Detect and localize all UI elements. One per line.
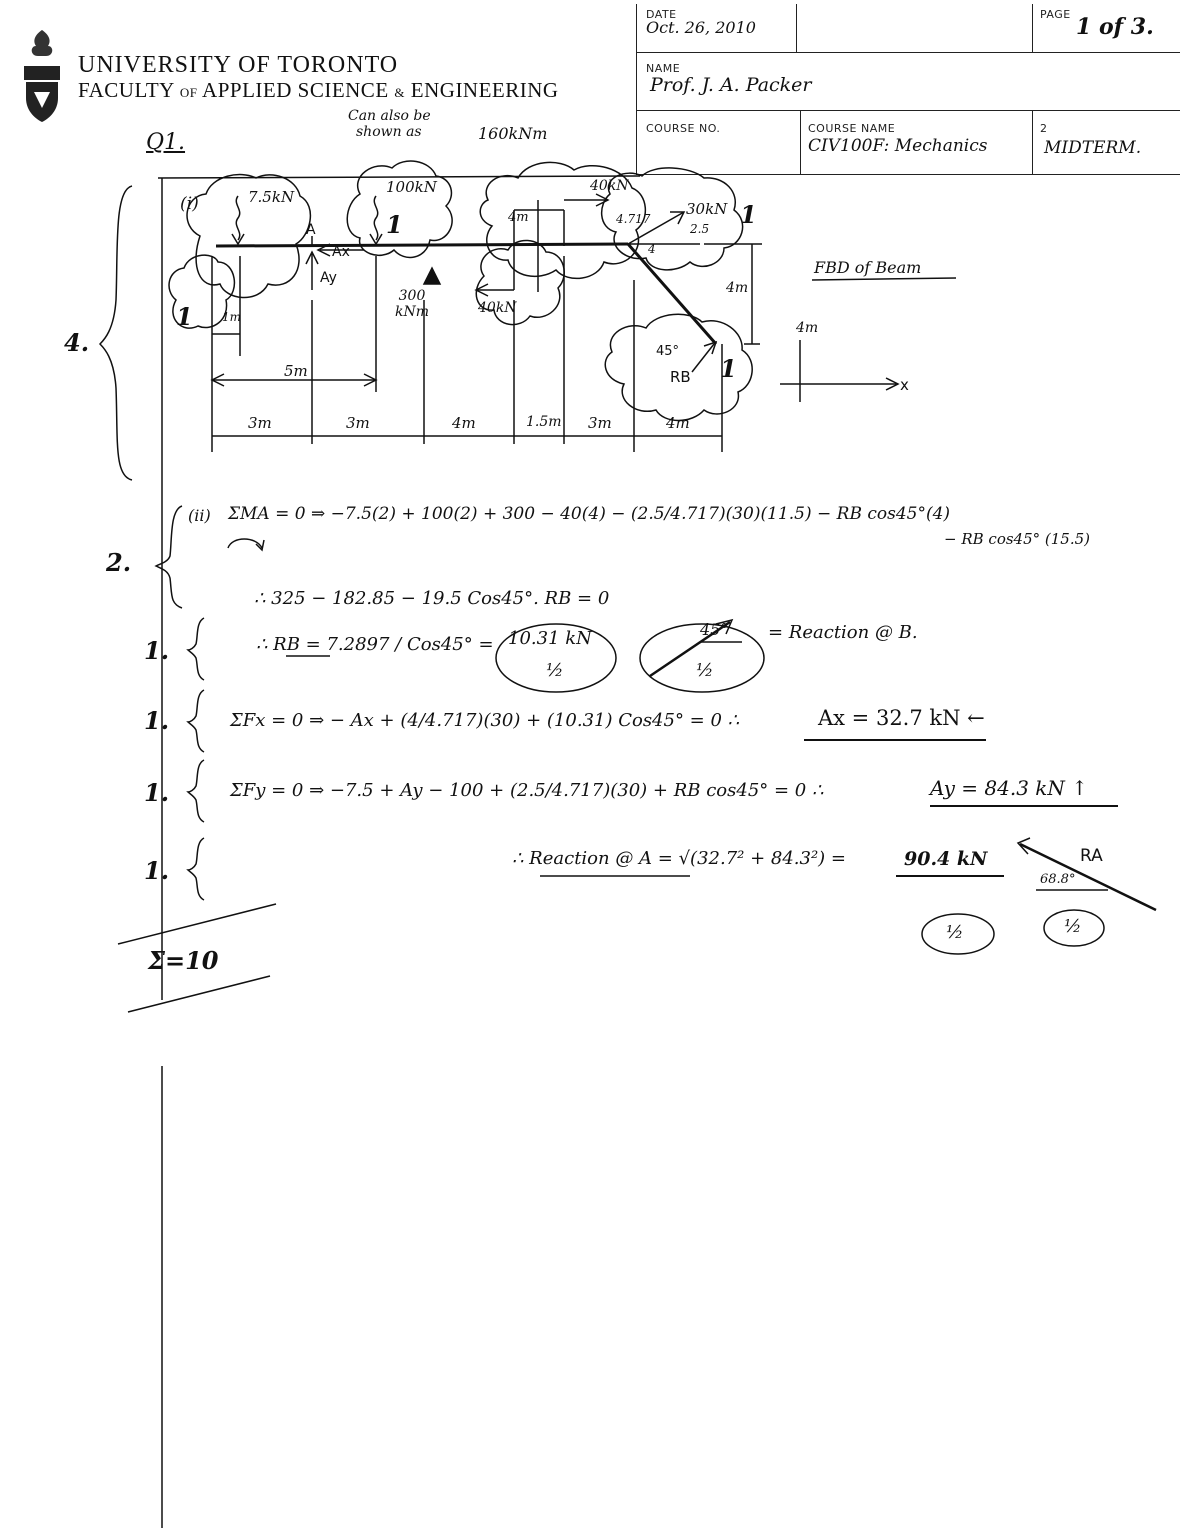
faculty-name: FACULTY OF APPLIED SCIENCE & ENGINEERING (78, 78, 559, 102)
answer-rb: 10.31 kN (508, 628, 592, 649)
answer-ay: Ay = 84.3 kN ↑ (930, 776, 1089, 800)
dim-3m-b: 3m (346, 414, 370, 432)
label-4m-axis: 4m (796, 320, 819, 336)
part-ii-label: (ii) (188, 506, 211, 525)
cloud-mark-1: 1 (176, 302, 193, 331)
margin-mark-1b: 1. (144, 706, 170, 735)
label-4m-vertical: 4m (726, 280, 749, 296)
margin-mark-1d: 1. (144, 856, 170, 885)
total-score: Σ=10 (148, 946, 219, 975)
load-7-5kn: 7.5kN (248, 188, 295, 206)
load-30kn: 30kN (686, 200, 728, 218)
load-40kn-top: 40kN (590, 178, 629, 194)
box2-label: 2 (1040, 122, 1048, 135)
equation-sum-fy: ΣFy = 0 ⇒ −7.5 + Ay − 100 + (2.5/4.717)(… (230, 780, 824, 801)
cloud-mark-4: 1 (720, 354, 737, 383)
label-4: 4 (648, 242, 656, 256)
name-label: NAME (646, 62, 681, 75)
reaction-b-label: = Reaction @ B. (768, 622, 918, 643)
part-i-label: (i) (180, 194, 199, 214)
label-ay: Ay (320, 270, 337, 286)
label-4m-couple: 4m (508, 210, 529, 225)
margin-mark-1a: 1. (144, 636, 170, 665)
half-mark-ra-dir: ½ (1064, 916, 1082, 937)
course-no-label: COURSE NO. (646, 122, 721, 135)
cloud-mark-2: 1 (386, 210, 403, 239)
answer-ax: Ax = 32.7 kN ← (818, 706, 985, 730)
note-line1: Can also be (348, 108, 431, 124)
ra-angle: 68.8° (1040, 872, 1076, 887)
equation-reduced: ∴ 325 − 182.85 − 19.5 Cos45°. RB = 0 (254, 588, 610, 609)
half-mark-ra: ½ (946, 922, 964, 943)
university-crest-icon (24, 30, 60, 122)
dim-3m-c: 3m (588, 414, 612, 432)
page-value: 1 of 3. (1076, 14, 1154, 40)
dim-4m-b: 4m (666, 414, 690, 432)
answer-reaction-a: 90.4 kN (904, 848, 988, 870)
course-name-label: COURSE NAME (808, 122, 896, 135)
answer-rb-angle: 45° (700, 620, 729, 639)
university-name: UNIVERSITY OF TORONTO (78, 52, 399, 78)
label-2-5: 2.5 (690, 222, 710, 236)
moment-300knm: 300 kNm (394, 288, 429, 320)
equation-reaction-a: ∴ Reaction @ A = √(32.7² + 84.3²) = (512, 848, 847, 869)
equation-moment-a-cont: − RB cos45° (15.5) (944, 530, 1091, 548)
date-label: DATE (646, 8, 677, 21)
ra-label: RA (1080, 846, 1103, 866)
cloud-mark-3: 1 (740, 200, 757, 229)
label-ax: Ax (332, 244, 350, 260)
dim-3m-a: 3m (248, 414, 272, 432)
equation-rb: ∴ RB = 7.2897 / Cos45° = (256, 634, 494, 655)
dim-5m: 5m (284, 362, 308, 380)
fbd-title: FBD of Beam (814, 258, 922, 277)
question-label: Q1. (146, 130, 186, 155)
margin-mark-4: 4. (64, 328, 90, 357)
dim-1m: 1m (222, 310, 242, 324)
load-100kn: 100kN (386, 178, 437, 196)
x-axis-label: x (900, 376, 909, 394)
margin-mark-2: 2. (106, 548, 132, 577)
label-45: 45° (656, 344, 680, 359)
course-name-value: CIV100F: Mechanics (808, 136, 988, 156)
label-rb: RB (670, 368, 691, 386)
equation-sum-fx: ΣFx = 0 ⇒ − Ax + (4/4.717)(30) + (10.31)… (230, 710, 740, 731)
half-mark-rb-dir: ½ (696, 660, 714, 681)
dim-4m: 4m (452, 414, 476, 432)
note-value: 160kNm (478, 124, 548, 143)
label-a: A (306, 222, 316, 238)
dim-1-5m: 1.5m (526, 414, 562, 430)
note-line2: shown as (356, 124, 422, 140)
box2-value: MIDTERM. (1044, 138, 1142, 158)
load-40kn-bottom: 40kN (478, 300, 517, 316)
half-mark-rb: ½ (546, 660, 564, 681)
equation-moment-a: ΣMA = 0 ⇒ −7.5(2) + 100(2) + 300 − 40(4)… (228, 504, 951, 524)
date-value: Oct. 26, 2010 (646, 18, 756, 37)
page-label: PAGE (1040, 8, 1071, 21)
margin-mark-1c: 1. (144, 778, 170, 807)
name-value: Prof. J. A. Packer (650, 74, 812, 96)
label-4-717: 4.717 (616, 212, 651, 226)
